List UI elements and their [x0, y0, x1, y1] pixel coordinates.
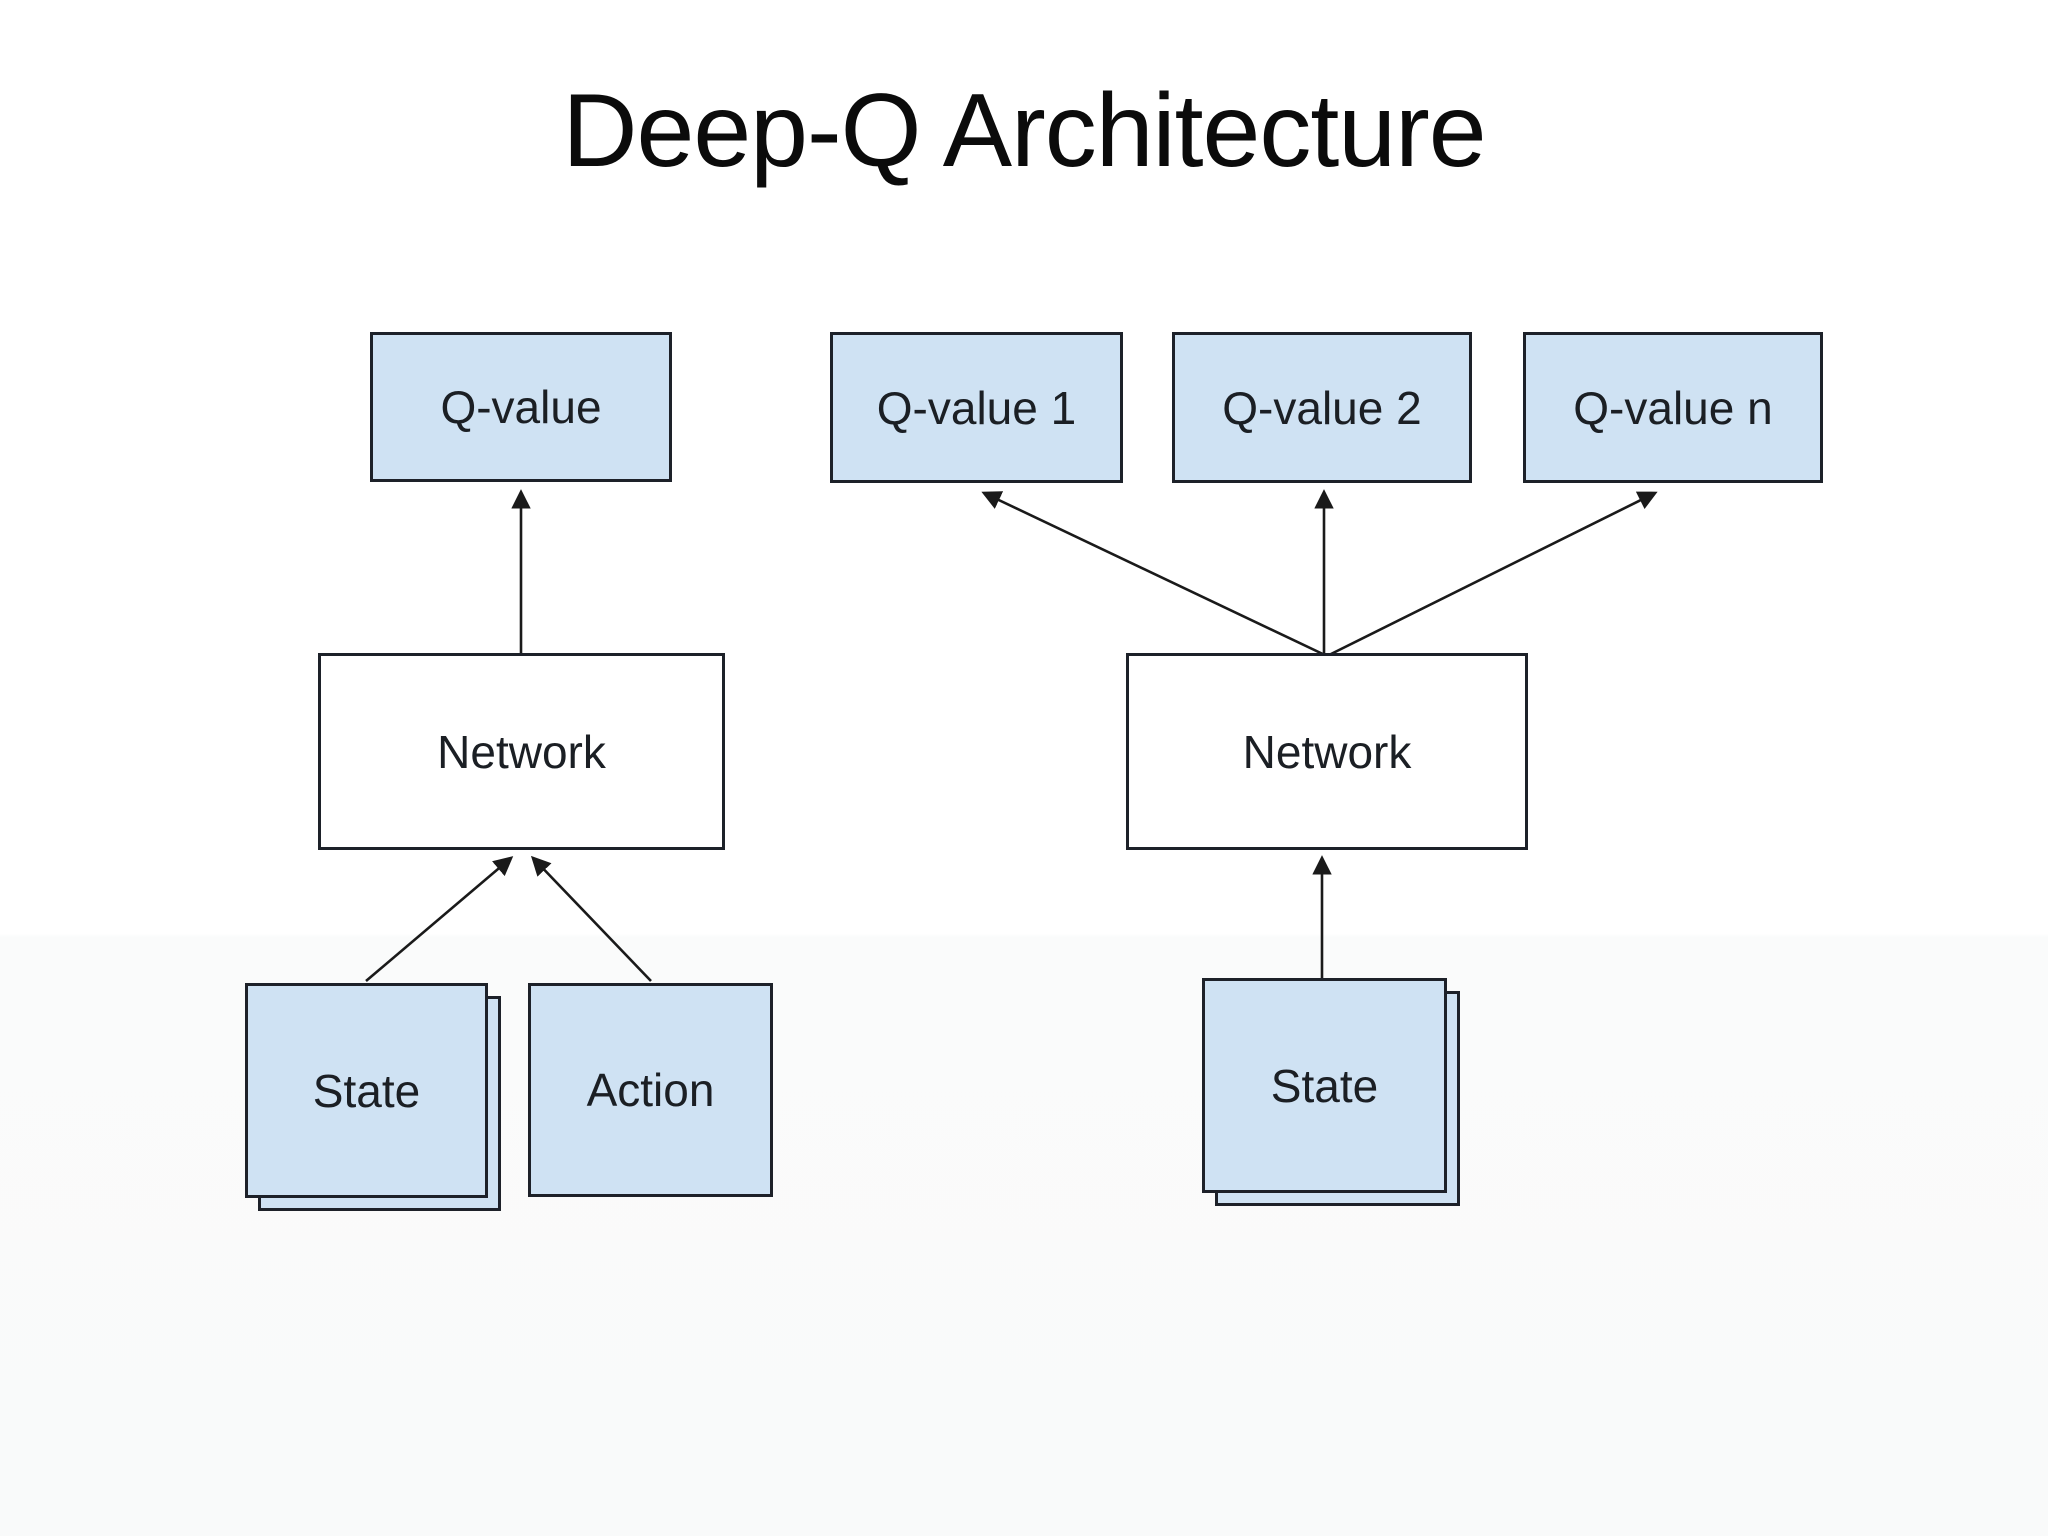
arrow-action-to-left-network — [530, 855, 652, 982]
arrow-state-to-left-network — [365, 856, 514, 982]
slide-title: Deep-Q Architecture — [562, 73, 1486, 189]
state-label-right: State — [1270, 1059, 1379, 1112]
qvalue2-box: Q-value 2 — [1172, 332, 1472, 483]
arrow-right-network-to-qvaluen — [1326, 491, 1658, 658]
state-stack-right: State — [1202, 978, 1460, 1206]
arrow-right-network-to-qvalue1 — [981, 491, 1328, 658]
state-box-right: State — [1202, 978, 1447, 1193]
qvalue1-label: Q-value 1 — [876, 381, 1077, 434]
action-box: Action — [528, 983, 773, 1197]
state-stack-left: State — [245, 983, 501, 1211]
qvalue2-label: Q-value 2 — [1222, 381, 1422, 434]
qvaluen-box: Q-value n — [1523, 332, 1823, 483]
network-box-right: Network — [1126, 653, 1528, 850]
qvalue-label: Q-value — [440, 381, 602, 433]
state-box-left: State — [245, 983, 488, 1198]
qvaluen-label: Q-value n — [1573, 381, 1773, 434]
action-label: Action — [586, 1064, 715, 1116]
network-label-left: Network — [437, 725, 606, 778]
network-box-left: Network — [318, 653, 725, 850]
state-label-left: State — [312, 1064, 421, 1117]
qvalue1-box: Q-value 1 — [830, 332, 1123, 483]
qvalue-box: Q-value — [370, 332, 672, 482]
network-label-right: Network — [1242, 725, 1412, 778]
